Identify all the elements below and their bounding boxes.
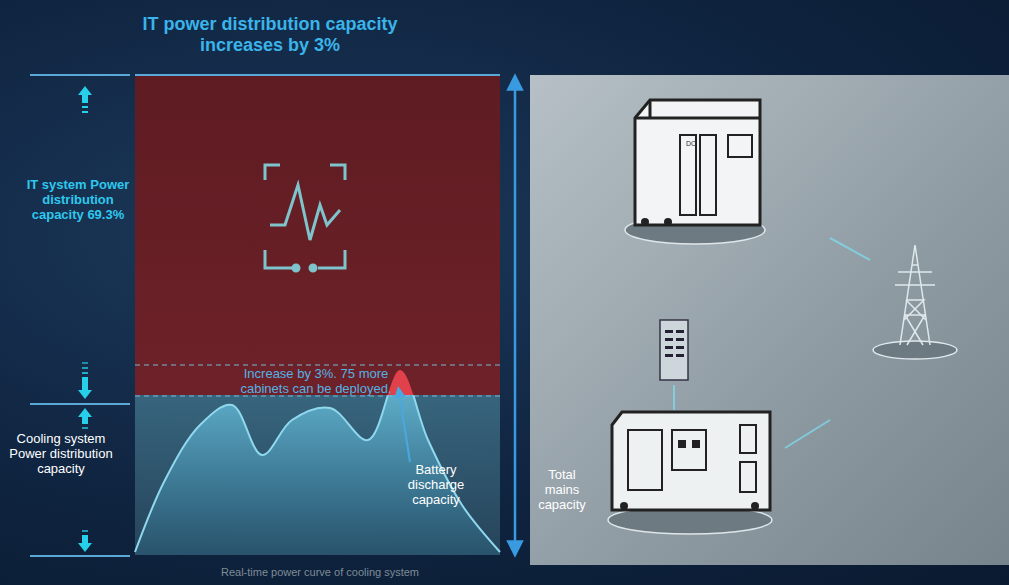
pylon-illustration xyxy=(873,245,957,359)
cabinet-illustration xyxy=(660,320,688,410)
curve-area xyxy=(135,395,500,555)
callout: Battery discharge capacity xyxy=(404,463,468,508)
power-curve xyxy=(135,370,500,555)
bracket-arrows xyxy=(78,86,92,552)
it-band xyxy=(135,75,500,395)
device-mark: DC xyxy=(683,140,699,148)
monitor-icon xyxy=(265,165,345,271)
side-label: Cooling system Power distribution capaci… xyxy=(8,432,114,477)
power-module-illustration xyxy=(608,412,772,534)
illustration-panel xyxy=(530,75,1009,565)
curve-line xyxy=(135,395,500,552)
annotation: Increase by 3%. 75 more cabinets can be … xyxy=(236,367,396,397)
side-label: IT system Power distribution capacity 69… xyxy=(22,178,134,223)
dimension-label: Total mains capacity xyxy=(532,468,592,513)
container-illustration xyxy=(625,100,765,244)
title: IT power distribution capacity increases… xyxy=(140,14,400,55)
axis-caption: Real-time power curve of cooling system xyxy=(170,566,470,579)
